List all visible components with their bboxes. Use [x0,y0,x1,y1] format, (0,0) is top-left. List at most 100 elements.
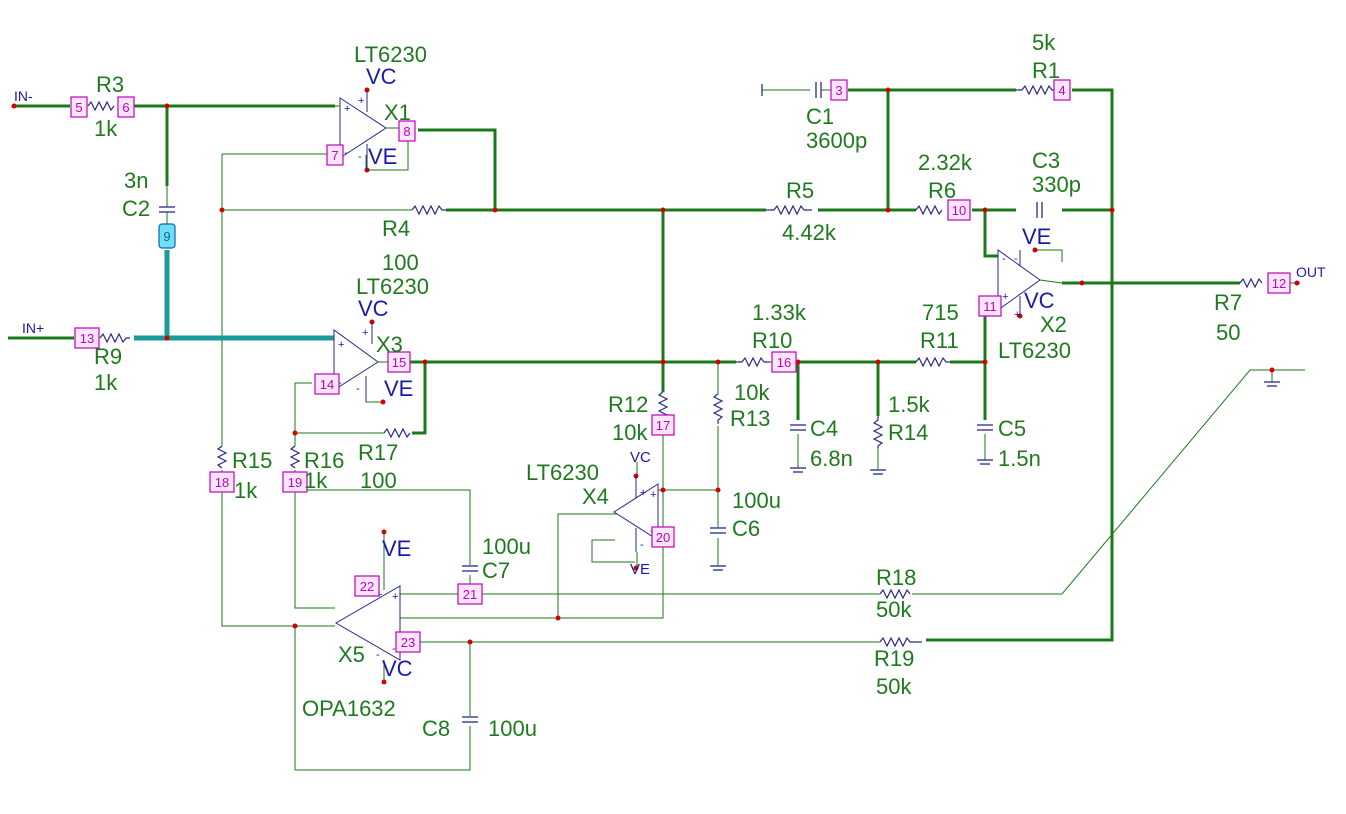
svg-text:+: + [650,489,656,501]
svg-text:-: - [344,147,348,159]
resistor-r17 [383,427,411,439]
svg-text:21: 21 [463,587,477,602]
r1-ref: R1 [1032,58,1060,83]
svg-text:3: 3 [835,83,842,98]
port-labels: IN- IN+ OUT [14,88,1326,336]
node-22: 22 [354,575,380,597]
x1-ref: X1 [384,100,411,125]
r5-value: 4.42k [782,220,837,245]
capacitor-c3 [1036,202,1043,218]
port-out: OUT [1296,264,1326,280]
svg-text:18: 18 [215,475,229,490]
svg-text:7: 7 [331,148,338,163]
c7-value: 100u [482,534,531,559]
resistor-r4 [411,204,446,216]
node-17: 17 [651,414,675,436]
node-5: 5 [70,96,88,118]
node-12: 12 [1267,272,1291,294]
c8-ref: C8 [422,716,450,741]
node-21: 21 [457,583,483,605]
r9-ref: R9 [94,344,122,369]
x2-model: LT6230 [998,338,1071,363]
x3-ve: VE [384,376,413,401]
svg-text:-: - [376,649,380,661]
x3-ref: X3 [376,332,403,357]
svg-text:+: + [1014,309,1020,321]
svg-text:9: 9 [163,229,170,244]
x4-vc: VC [630,449,651,466]
c6-ref: C6 [732,516,760,541]
resistor-r10 [736,356,770,368]
x5-model: OPA1632 [302,696,396,721]
junctions [11,87,1300,685]
svg-text:+: + [640,487,646,499]
capacitor-c7 [462,565,478,572]
capacitor-c2 [159,186,175,224]
r19-value: 50k [876,674,912,699]
resistor-r12 [657,391,669,419]
svg-text:-: - [392,643,396,655]
node-14: 14 [314,373,340,395]
svg-text:4: 4 [1058,83,1065,98]
opamp-labels: LT6230 VC X1 VE LT6230 VC X3 VE VE VC X2… [302,42,1071,721]
node-11: 11 [978,295,1002,317]
x2-vc: VC [1024,288,1055,313]
node-18: 18 [209,471,235,493]
x4-model: LT6230 [526,460,599,485]
node-23: 23 [395,631,421,653]
opamp-x1: +- +- [327,90,400,170]
c5-ref: C5 [998,416,1026,441]
resistor-r5 [766,204,812,216]
r13-value: 10k [734,380,770,405]
svg-text:23: 23 [401,635,415,650]
wires [8,88,1305,771]
svg-text:17: 17 [656,418,670,433]
r10-ref: R10 [752,328,792,353]
r19-ref: R19 [874,646,914,671]
r7-value: 50 [1216,320,1240,345]
resistors [87,84,1263,648]
x5-vc: VC [382,656,413,681]
svg-text:22: 22 [360,579,374,594]
c5-value: 1.5n [998,446,1041,471]
opamp-x3: +- +- [333,322,390,402]
node-9: 9 [158,223,176,249]
r18-ref: R18 [876,565,916,590]
resistor-r16 [289,445,301,469]
r11-value: 715 [922,300,959,325]
component-labels: R3 1k 3n C2 R4 100 C1 3600p 5k R1 R5 4.4… [94,30,1242,741]
ground-c5 [977,459,993,465]
svg-text:+: + [338,339,344,351]
resistor-r19 [879,636,922,648]
ground-c4 [790,467,806,473]
svg-text:+: + [358,95,364,107]
resistor-r6 [915,204,943,216]
port-in-minus: IN- [14,88,33,104]
ground-top [1264,381,1280,387]
c1-ref: C1 [806,104,834,129]
r4-value: 100 [382,250,419,275]
r17-value: 100 [360,468,397,493]
svg-text:-: - [1002,253,1006,265]
r16-value: 1k [304,468,328,493]
svg-text:+: + [392,591,398,603]
r16-ref: R16 [304,448,344,473]
r12-ref: R12 [608,392,648,417]
svg-text:10: 10 [952,203,966,218]
svg-text:+: + [344,103,350,115]
x3-model: LT6230 [356,274,429,299]
svg-text:11: 11 [983,299,997,314]
x1-model: LT6230 [354,42,427,67]
x1-ve: VE [368,144,397,169]
svg-text:19: 19 [288,475,302,490]
svg-text:6: 6 [122,100,129,115]
r1-value: 5k [1032,30,1056,55]
r6-ref: R6 [928,178,956,203]
svg-text:14: 14 [320,377,334,392]
c7-ref: C7 [482,558,510,583]
r12-value: 10k [612,420,648,445]
svg-text:+: + [1002,291,1008,303]
r3-value: 1k [94,116,118,141]
svg-text:-: - [1014,253,1018,265]
